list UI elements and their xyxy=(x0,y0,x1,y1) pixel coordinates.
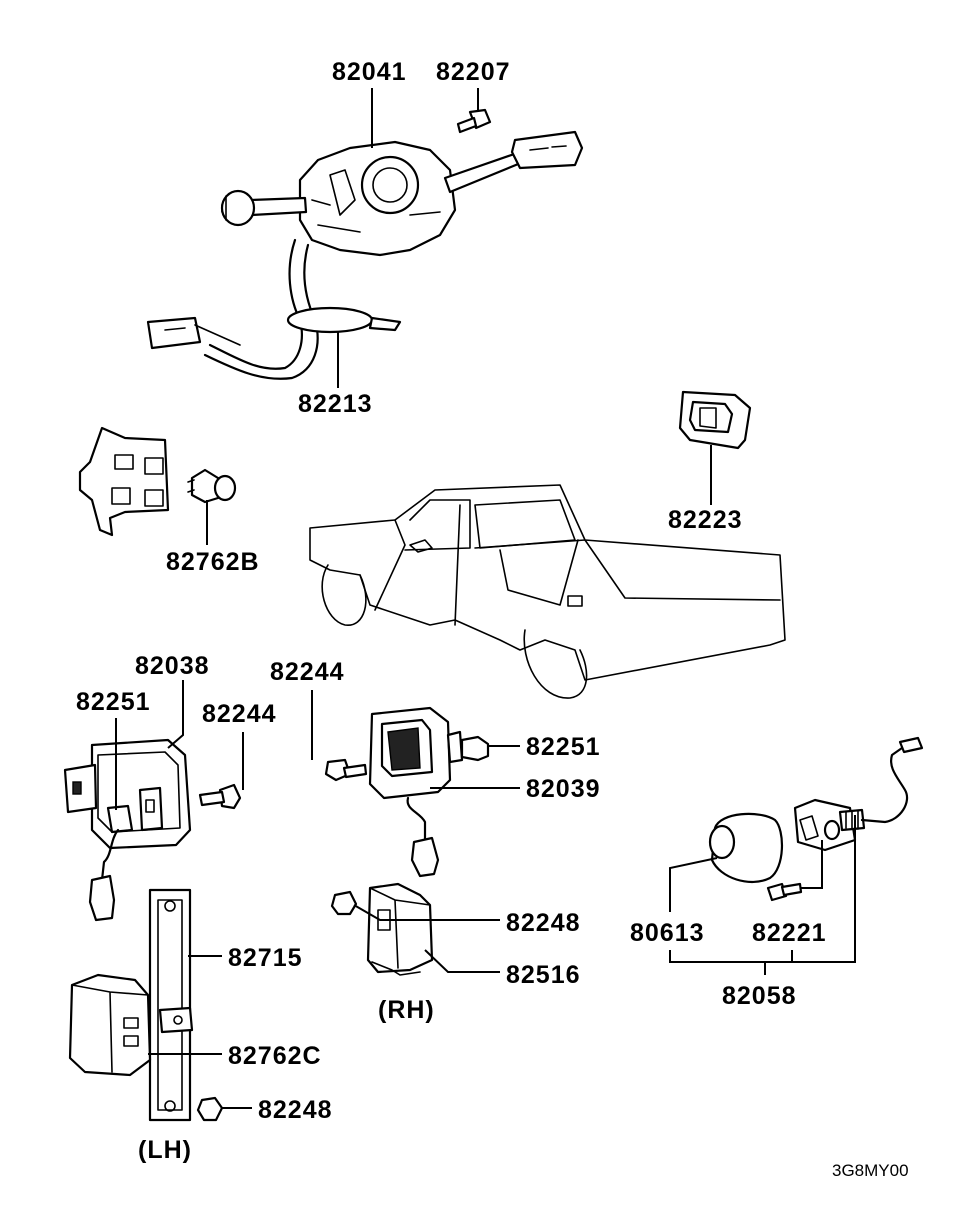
label-82041: 82041 xyxy=(332,58,407,86)
diagram-code: 3G8MY00 xyxy=(832,1161,909,1180)
label-82207: 82207 xyxy=(436,58,511,86)
label-82715: 82715 xyxy=(228,944,303,972)
leader-82221 xyxy=(800,840,823,889)
bracket-82762B xyxy=(78,426,170,537)
switch-82039 xyxy=(368,706,464,800)
leader-82248-mid xyxy=(353,904,500,921)
label-82248-mid: 82248 xyxy=(506,909,581,937)
connector-82039 xyxy=(410,836,440,878)
label-rh: (RH) xyxy=(378,996,435,1024)
label-82516: 82516 xyxy=(506,961,581,989)
socket-82058 xyxy=(793,736,924,852)
wire-82038 xyxy=(100,828,120,882)
label-82058: 82058 xyxy=(722,982,797,1010)
leader-82038 xyxy=(167,680,184,749)
wire-82039 xyxy=(406,796,427,842)
truck-illustration xyxy=(309,484,786,699)
label-82213: 82213 xyxy=(298,390,373,418)
leader-82058 xyxy=(669,815,856,975)
relay-82516 xyxy=(366,882,434,976)
leader-80613 xyxy=(669,857,718,912)
label-82248-left: 82248 xyxy=(258,1096,333,1124)
bezel-82223 xyxy=(678,390,752,450)
switch-82762B xyxy=(187,468,237,504)
screw-82221 xyxy=(766,882,803,902)
label-82223: 82223 xyxy=(668,506,743,534)
screw-82207 xyxy=(456,108,492,134)
label-82251-mid: 82251 xyxy=(526,733,601,761)
relay-82762C xyxy=(68,973,152,1077)
leader-82516 xyxy=(424,949,500,973)
bracket-82715 xyxy=(148,888,194,1122)
label-82221: 82221 xyxy=(752,919,827,947)
connector-82038 xyxy=(88,874,116,922)
nut-82248-left xyxy=(196,1096,224,1122)
label-82039: 82039 xyxy=(526,775,601,803)
label-82038: 82038 xyxy=(135,652,210,680)
switch-82038 xyxy=(63,738,192,850)
clip-82251-mid xyxy=(460,735,490,762)
label-80613: 80613 xyxy=(630,919,705,947)
label-82762B: 82762B xyxy=(166,548,260,576)
label-82251-left: 82251 xyxy=(76,688,151,716)
screw-82244-mid xyxy=(324,758,368,782)
label-82244-left: 82244 xyxy=(202,700,277,728)
label-82244-mid: 82244 xyxy=(270,658,345,686)
label-82762C: 82762C xyxy=(228,1042,322,1070)
lamp-cover-80613 xyxy=(708,812,784,883)
label-lh: (LH) xyxy=(138,1136,192,1164)
screw-82244-left xyxy=(198,783,242,810)
combination-switch-82041 xyxy=(146,130,584,380)
nut-82248-mid xyxy=(330,890,358,916)
